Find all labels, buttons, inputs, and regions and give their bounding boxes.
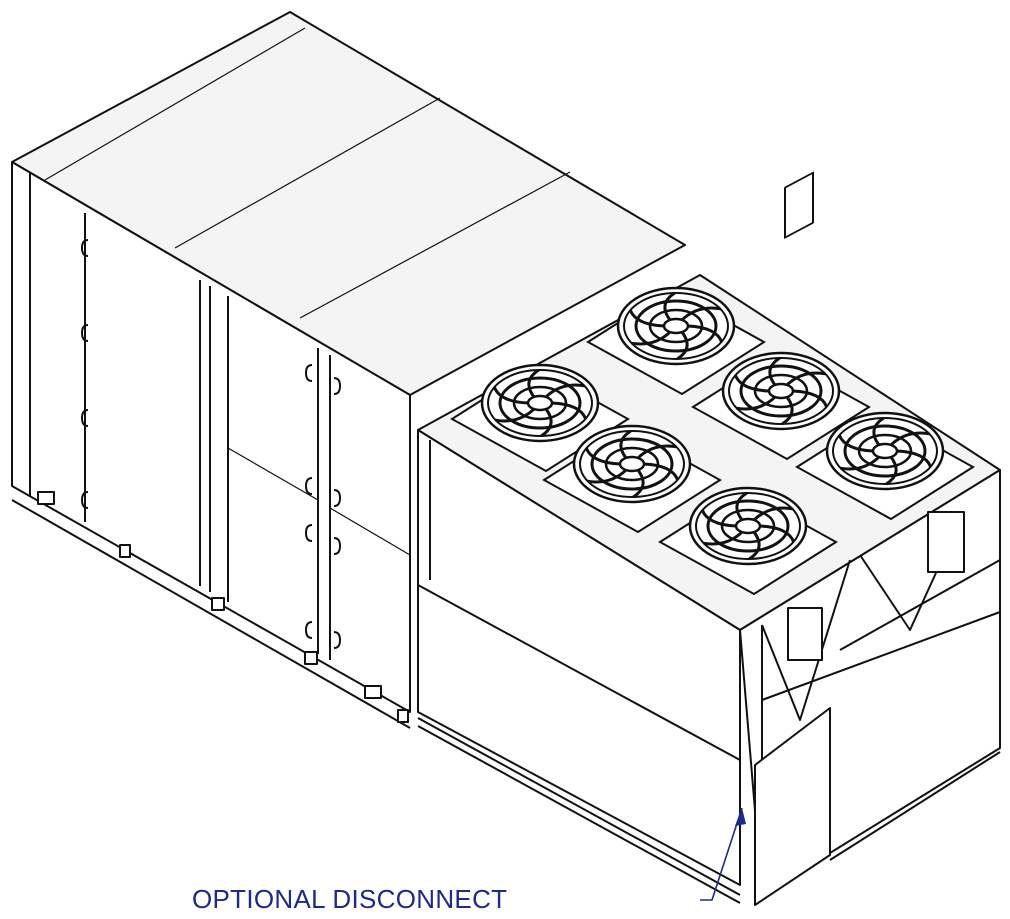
condenser-fans — [450, 286, 975, 596]
optional-disconnect-label: OPTIONAL DISCONNECT — [192, 884, 508, 914]
condenser-section — [417, 171, 1001, 906]
callout-arrowhead — [735, 808, 746, 826]
door-handles — [81, 239, 341, 649]
fan-guard-icon — [542, 424, 722, 534]
callout-leader-line — [700, 807, 743, 901]
fan-guard-icon — [691, 351, 871, 461]
air-handler-section — [11, 11, 686, 729]
fan-guard-icon — [586, 286, 766, 396]
access-panel — [927, 511, 965, 573]
fan-guard-icon — [795, 411, 975, 521]
fan-guard-icon — [658, 486, 838, 596]
optional-disconnect-box — [754, 707, 831, 906]
